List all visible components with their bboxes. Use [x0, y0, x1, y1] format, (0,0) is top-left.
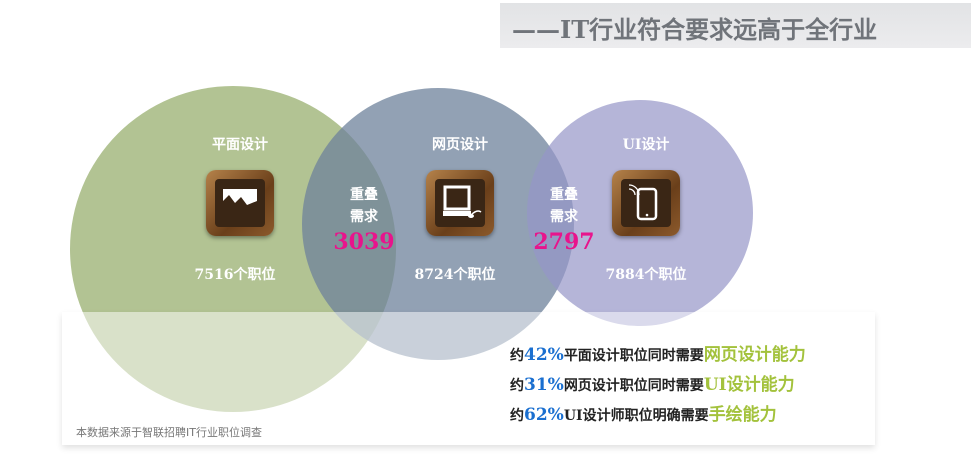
- stat-text: 网页设计职位同时需要: [563, 378, 704, 394]
- stat-skill: UI设计能力: [703, 375, 795, 395]
- stat-line: 约31%网页设计职位同时需要UI设计能力: [510, 370, 795, 395]
- job-count: 7884个职位: [605, 267, 687, 283]
- stat-percent: 62%: [524, 405, 564, 425]
- stat-skill: 手绘能力: [708, 405, 777, 425]
- overlap-label-line: 需求: [550, 209, 578, 225]
- stat-prefix: 约: [510, 408, 524, 424]
- job-count: 8724个职位: [414, 267, 496, 283]
- stat-line: 约42%平面设计职位同时需要网页设计能力: [510, 340, 806, 365]
- overlap-number: 2797: [533, 229, 595, 255]
- stat-percent: 42%: [524, 345, 564, 365]
- stat-prefix: 约: [510, 348, 524, 364]
- circle-label: 网页设计: [432, 137, 488, 153]
- overlap-label-line: 重叠: [550, 187, 578, 203]
- stat-skill: 网页设计能力: [703, 345, 806, 365]
- title-bar: ——IT行业符合要求远高于全行业: [500, 3, 971, 48]
- overlap-label-line: 重叠: [350, 187, 378, 203]
- stat-prefix: 约: [510, 378, 524, 394]
- overlap-label: 重叠需求: [534, 184, 594, 228]
- computer-icon: [426, 170, 494, 236]
- summary-panel: [62, 312, 875, 445]
- data-source-note: 本数据来源于智联招聘IT行业职位调查: [76, 426, 262, 439]
- circle-label: 平面设计: [212, 137, 268, 153]
- stat-percent: 31%: [524, 375, 564, 395]
- stat-line: 约62%UI设计师职位明确需要手绘能力: [510, 400, 777, 425]
- stat-text: UI设计师职位明确需要: [563, 408, 709, 424]
- overlap-number: 3039: [333, 229, 395, 255]
- mobile-phone-icon: [612, 170, 680, 236]
- circle-label: UI设计: [622, 137, 670, 153]
- page-title: ——IT行业符合要求远高于全行业: [512, 15, 878, 44]
- overlap-label-line: 需求: [350, 209, 378, 225]
- stat-text: 平面设计职位同时需要: [563, 348, 704, 364]
- image-icon: [206, 170, 274, 236]
- job-count: 7516个职位: [194, 267, 276, 283]
- overlap-label: 重叠需求: [334, 184, 394, 228]
